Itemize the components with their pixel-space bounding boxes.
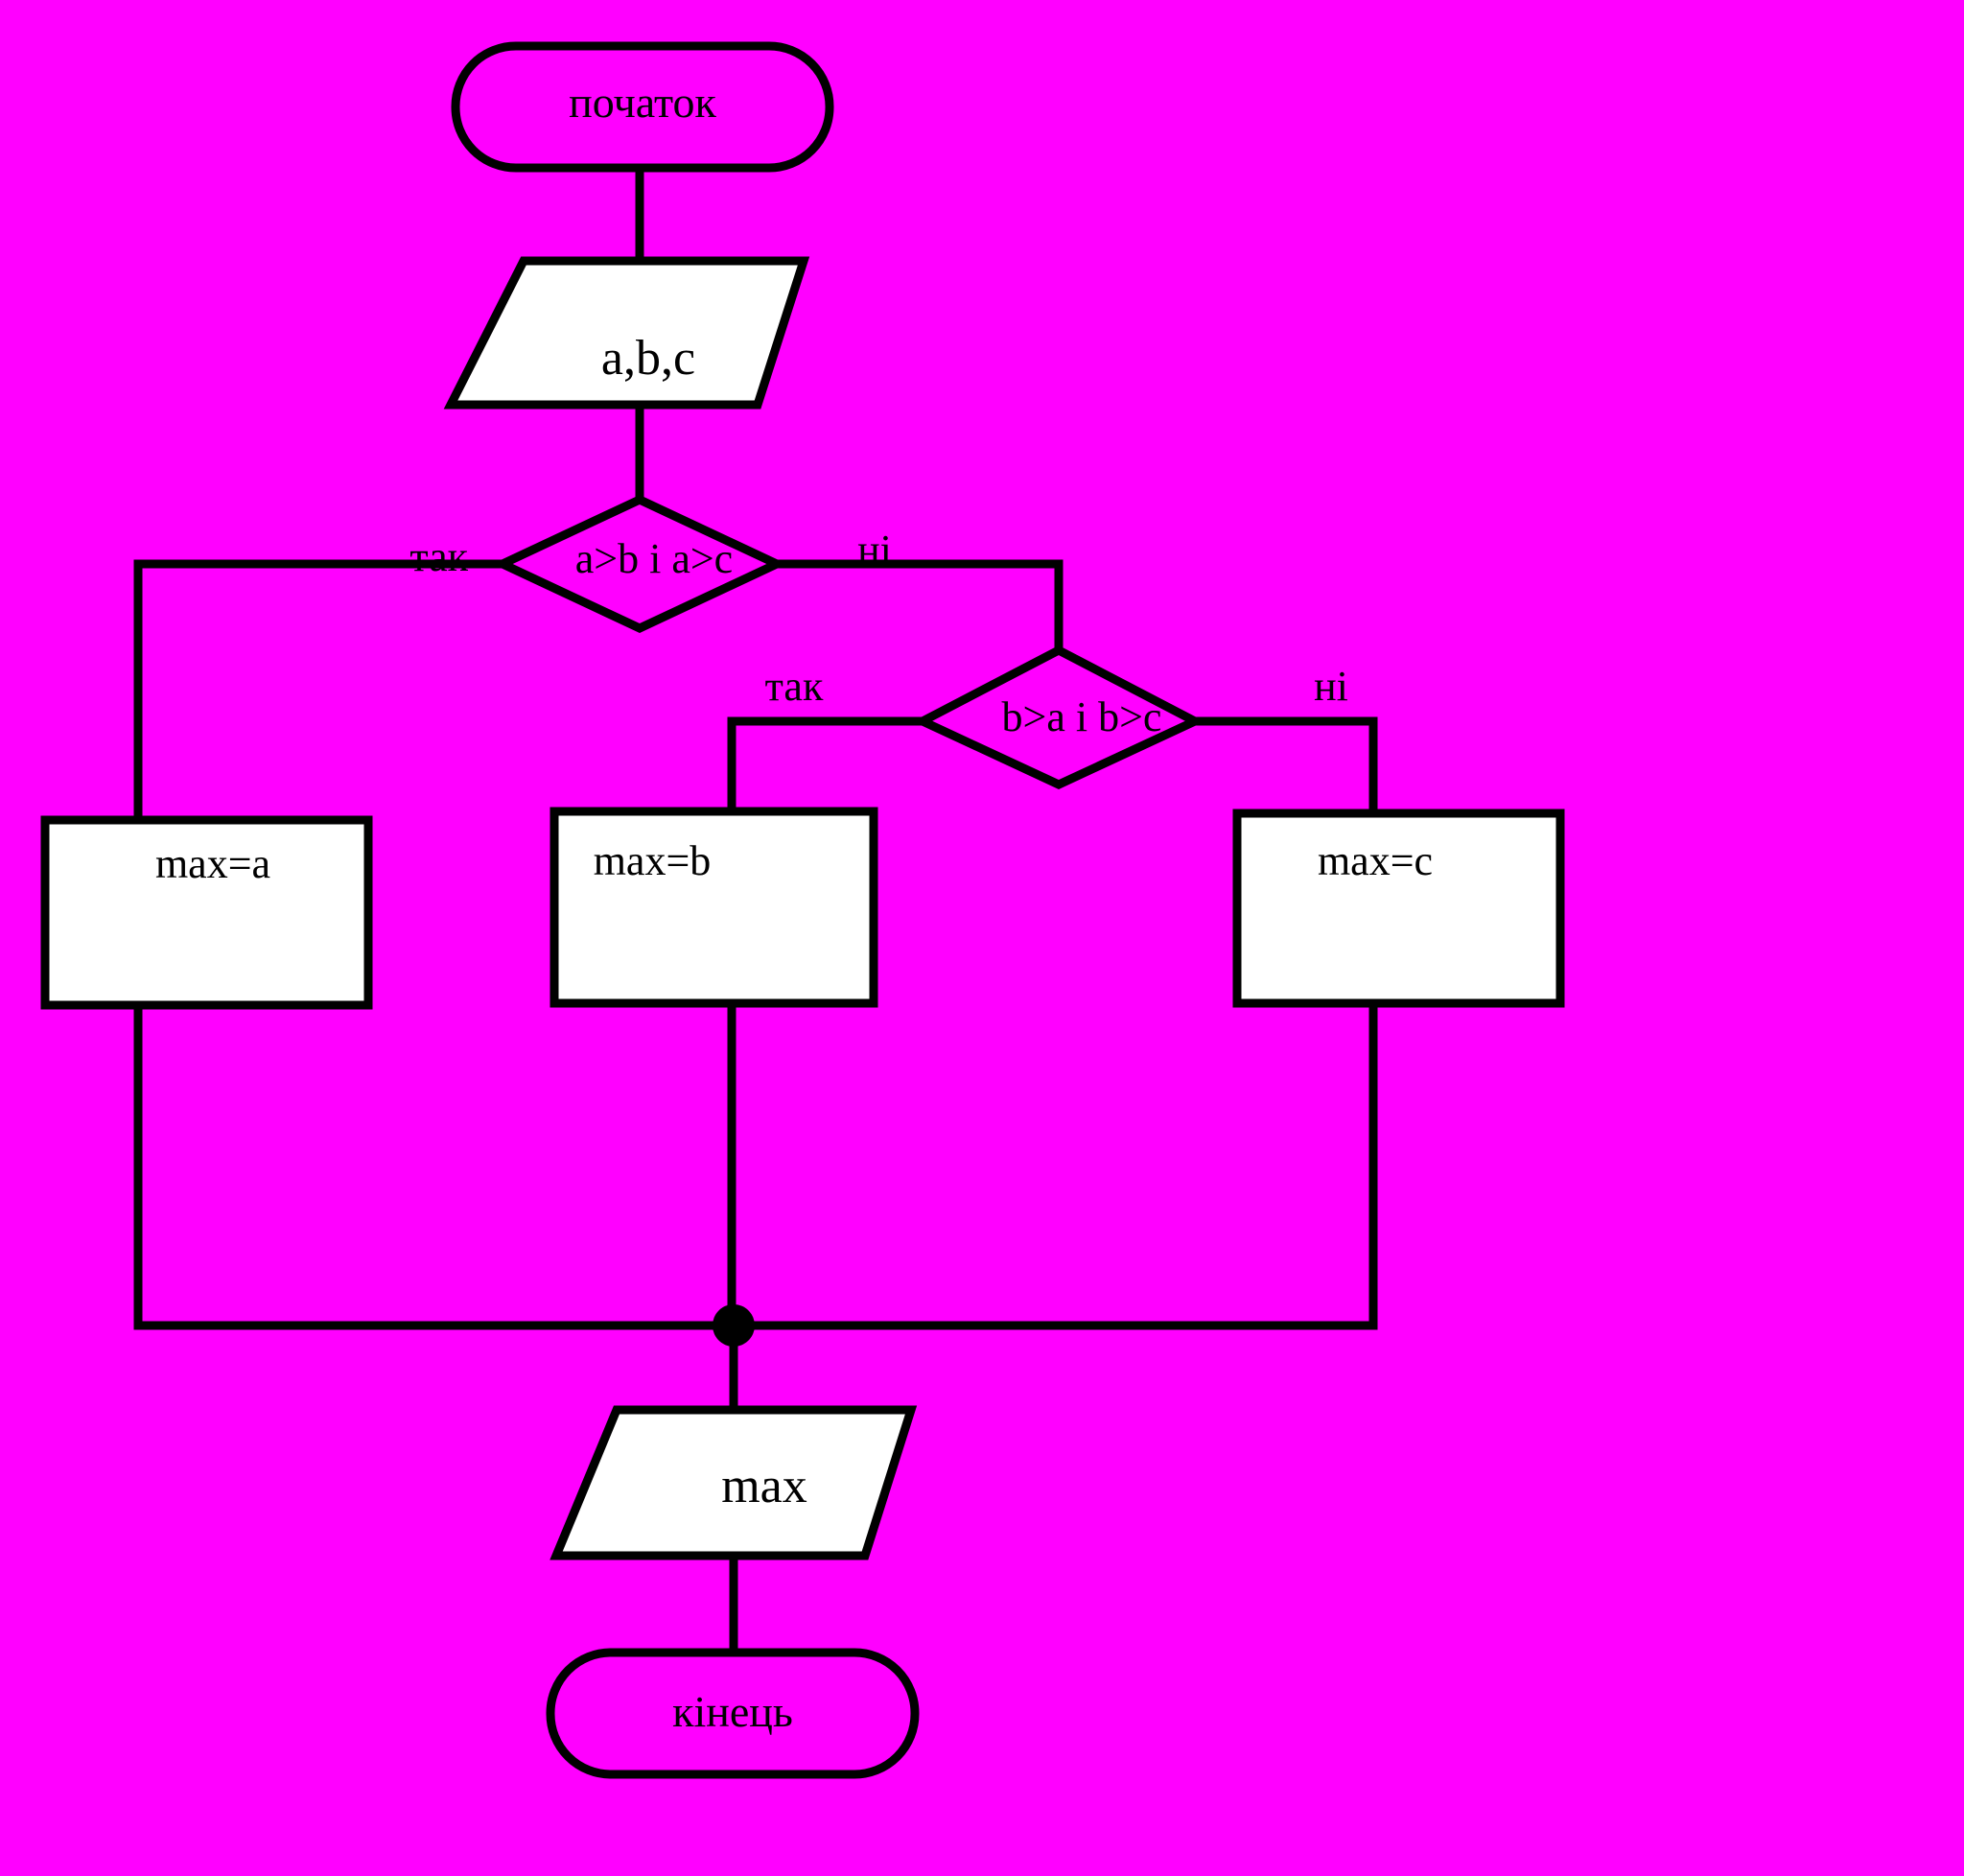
process-c-shape xyxy=(1232,809,1565,1008)
decision1-label: a>b i a>c xyxy=(575,535,733,582)
decision2-label: b>a i b>c xyxy=(1002,693,1162,740)
start-terminal-shape xyxy=(451,41,834,173)
node-decision2[interactable]: b>a i b>c xyxy=(912,645,1205,789)
process-a-shape xyxy=(40,815,373,1010)
decision2-yes-label: так xyxy=(765,663,824,710)
connector-process-c-to-merge xyxy=(735,1005,1378,1330)
start-terminal-label: початок xyxy=(569,78,716,127)
node-process-c[interactable]: max=c xyxy=(1232,809,1565,1008)
node-output[interactable]: max xyxy=(549,1405,918,1560)
input-parallelogram-shape xyxy=(443,256,810,410)
decision1-yes-label: так xyxy=(409,533,468,580)
output-label: max xyxy=(721,1459,807,1513)
merge-junction-dot xyxy=(713,1304,755,1347)
connector-decision2-yes-to-process-b xyxy=(727,716,923,811)
node-decision1[interactable]: a>b i a>c xyxy=(492,495,787,633)
output-parallelogram-shape xyxy=(549,1405,918,1560)
process-a-label: max=a xyxy=(155,840,270,887)
node-process-b[interactable]: max=b xyxy=(549,807,878,1008)
end-terminal-shape xyxy=(546,1648,920,1779)
end-terminal-label: кінець xyxy=(672,1687,793,1736)
connector-layer xyxy=(133,168,1378,1653)
node-end[interactable]: кінець xyxy=(546,1648,920,1779)
input-label: a,b,c xyxy=(601,331,695,386)
node-input[interactable]: a,b,c xyxy=(443,256,810,410)
decision1-diamond-shape xyxy=(492,495,787,633)
connector-decision1-yes-to-process-a xyxy=(133,559,503,820)
decision1-no-label: ні xyxy=(857,527,892,574)
process-c-label: max=c xyxy=(1318,837,1433,884)
connector-process-a-to-merge xyxy=(133,1005,735,1330)
connector-decision2-no-to-process-c xyxy=(1195,716,1378,813)
node-process-a[interactable]: max=a xyxy=(40,815,373,1010)
connector-decision1-no-to-decision2 xyxy=(777,559,1064,650)
process-b-label: max=b xyxy=(594,837,712,884)
decision2-diamond-shape xyxy=(912,645,1205,789)
decision2-no-label: ні xyxy=(1314,663,1348,710)
node-start[interactable]: початок xyxy=(451,41,834,173)
process-b-shape xyxy=(549,807,878,1008)
